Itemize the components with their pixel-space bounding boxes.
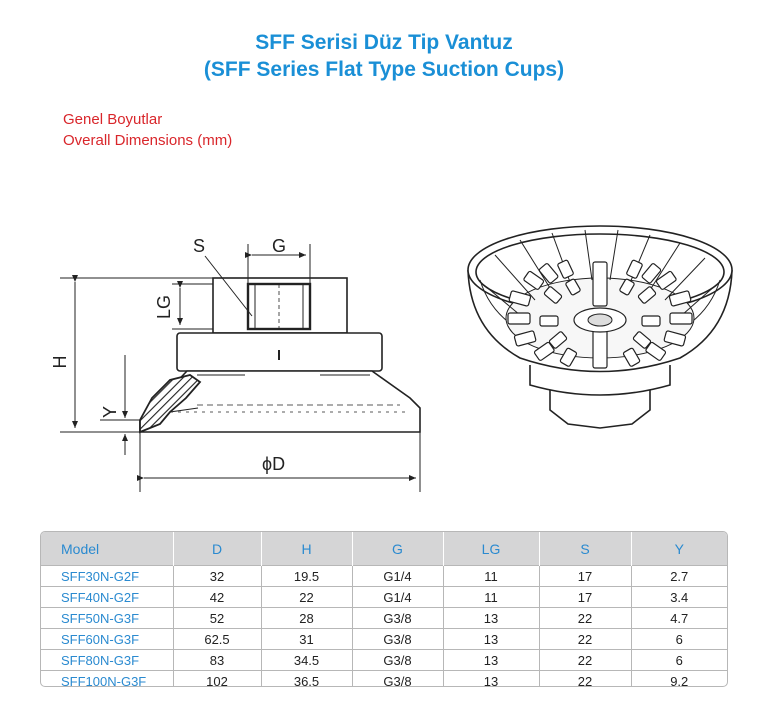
table-cell: 4.7 xyxy=(631,607,727,629)
table-cell: 36.5 xyxy=(261,670,353,686)
page-title-tr: SFF Serisi Düz Tip Vantuz xyxy=(255,31,513,54)
table-cell: 6 xyxy=(631,649,727,671)
page-title-en: (SFF Series Flat Type Suction Cups) xyxy=(203,58,565,81)
table-row: SFF30N-G2F 32 19.5 G1/4 11 17 2.7 xyxy=(41,565,727,587)
column-header-d: D xyxy=(173,532,262,566)
table-cell: G3/8 xyxy=(352,607,444,629)
table-header-row: Model D H G LG S Y xyxy=(41,532,727,566)
table-row: SFF100N-G3F 102 36.5 G3/8 13 22 9.2 xyxy=(41,670,727,686)
table-cell: 6 xyxy=(631,628,727,650)
label-s: S xyxy=(193,236,205,256)
label-g: G xyxy=(272,236,286,256)
model-cell: SFF60N-G3F xyxy=(41,628,174,650)
table-cell: 34.5 xyxy=(261,649,353,671)
model-cell: SFF50N-G3F xyxy=(41,607,174,629)
model-cell: SFF100N-G3F xyxy=(41,670,174,686)
table-cell: 42 xyxy=(173,586,262,608)
table-cell: 22 xyxy=(261,586,353,608)
table-cell: 102 xyxy=(173,670,262,686)
side-view-drawing xyxy=(60,244,421,492)
table-cell: 52 xyxy=(173,607,262,629)
table-cell: 13 xyxy=(443,607,540,629)
table-cell: G1/4 xyxy=(352,586,444,608)
column-header-g: G xyxy=(352,532,444,566)
table-cell: G3/8 xyxy=(352,649,444,671)
table-cell: 22 xyxy=(539,607,632,629)
table-cell: 3.4 xyxy=(631,586,727,608)
subtitle-en: Overall Dimensions (mm) xyxy=(63,132,233,149)
table-row: SFF50N-G3F 52 28 G3/8 13 22 4.7 xyxy=(41,607,727,629)
table-cell: 22 xyxy=(539,670,632,686)
table-cell: 13 xyxy=(443,628,540,650)
model-cell: SFF80N-G3F xyxy=(41,649,174,671)
table-cell: 19.5 xyxy=(261,565,353,587)
table-cell: 28 xyxy=(261,607,353,629)
label-y: Y xyxy=(100,406,120,418)
table-cell: 11 xyxy=(443,586,540,608)
table-cell: 22 xyxy=(539,649,632,671)
table-cell: G1/4 xyxy=(352,565,444,587)
technical-drawing: S G LG H Y ϕD xyxy=(50,225,733,492)
table-cell: 13 xyxy=(443,649,540,671)
table-row: SFF60N-G3F 62.5 31 G3/8 13 22 6 xyxy=(41,628,727,650)
table-cell: 17 xyxy=(539,586,632,608)
table-cell: 31 xyxy=(261,628,353,650)
column-header-y: Y xyxy=(631,532,727,566)
table-row: SFF80N-G3F 83 34.5 G3/8 13 22 6 xyxy=(41,649,727,671)
table-cell: 9.2 xyxy=(631,670,727,686)
table-cell: 11 xyxy=(443,565,540,587)
table-row: SFF40N-G2F 42 22 G1/4 11 17 3.4 xyxy=(41,586,727,608)
perspective-view-drawing xyxy=(467,225,733,429)
table-cell: G3/8 xyxy=(352,670,444,686)
table-cell: 13 xyxy=(443,670,540,686)
table-cell: G3/8 xyxy=(352,628,444,650)
model-cell: SFF30N-G2F xyxy=(41,565,174,587)
label-h: H xyxy=(50,356,70,369)
column-header-s: S xyxy=(539,532,632,566)
label-d: ϕD xyxy=(262,454,285,474)
dimension-labels: S G LG H Y ϕD xyxy=(50,236,286,474)
table-cell: 83 xyxy=(173,649,262,671)
dimensions-table: Model D H G LG S Y SFF30N-G2F 32 19.5 G1… xyxy=(40,531,728,687)
column-header-lg: LG xyxy=(443,532,540,566)
table-cell: 22 xyxy=(539,628,632,650)
table-cell: 32 xyxy=(173,565,262,587)
column-header-model: Model xyxy=(41,532,174,566)
column-header-h: H xyxy=(261,532,353,566)
subtitle-tr: Genel Boyutlar xyxy=(63,111,163,128)
table-cell: 62.5 xyxy=(173,628,262,650)
model-cell: SFF40N-G2F xyxy=(41,586,174,608)
label-lg: LG xyxy=(154,295,174,319)
table-cell: 17 xyxy=(539,565,632,587)
table-cell: 2.7 xyxy=(631,565,727,587)
